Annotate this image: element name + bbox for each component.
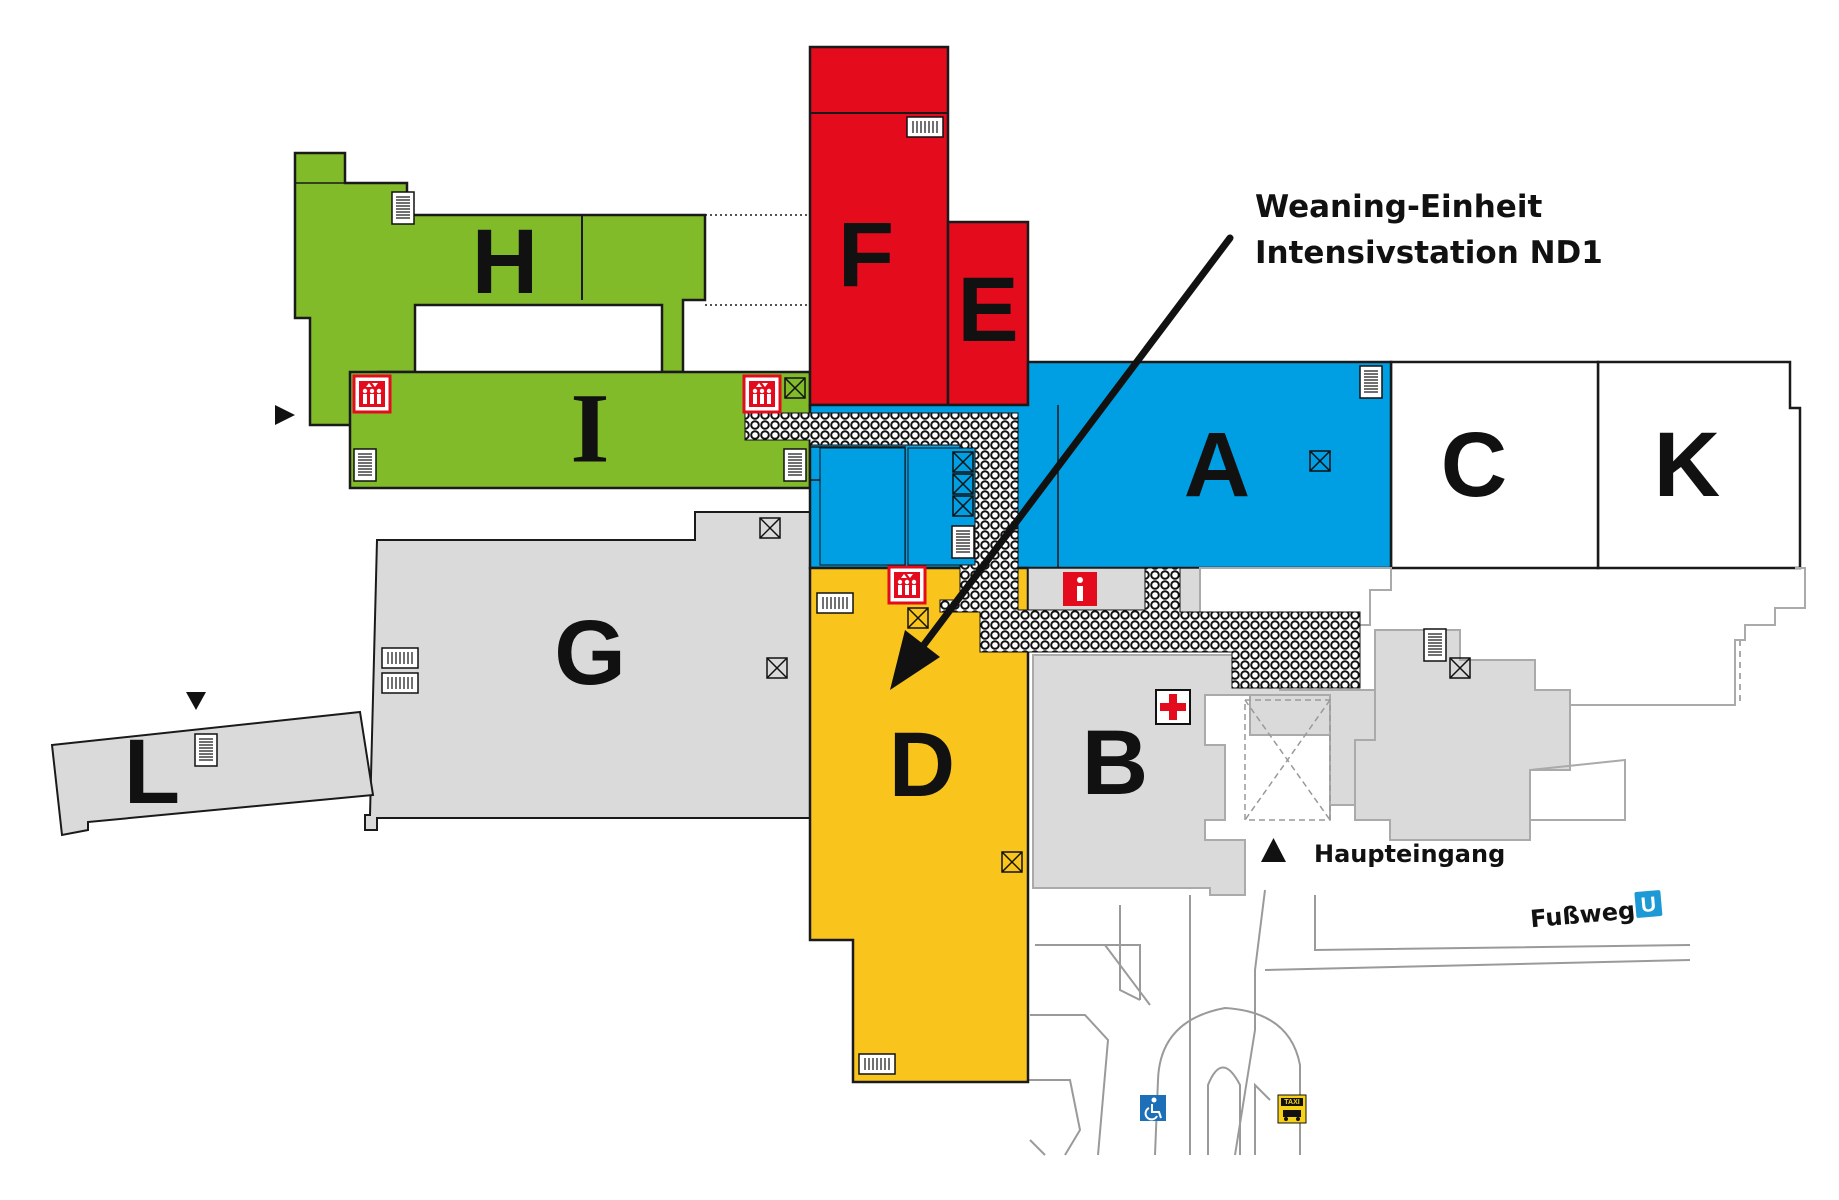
building-label-l: L [124,721,180,823]
footpath-label: Fußweg [1529,896,1636,933]
entrance-arrow-icon [275,405,295,425]
building-l [50,710,375,837]
stairs-icon [816,592,854,614]
elevator-icon [742,374,782,414]
building-g [364,511,811,831]
elevator-icon [887,565,927,605]
stairs-icon [951,525,975,559]
entrance-arrow-icon [1261,838,1286,862]
building-label-d: D [889,714,955,816]
annotation-line-2: Intensivstation ND1 [1255,235,1603,271]
entrance-lobby [1244,694,1331,821]
wheelchair-icon [1140,1095,1166,1121]
stairs-icon [1423,628,1447,662]
building-label-i: I [571,373,610,484]
taxi-label: TAXI [1284,1099,1299,1106]
entrance-arrow-icon [186,692,206,710]
building-label-f: F [838,204,894,306]
building-label-c: C [1441,414,1507,516]
stairs-icon [381,647,419,669]
stairs-icon [381,672,419,694]
stairs-icon [194,733,218,767]
roads [1028,889,1691,1156]
ubahn-icon [1634,890,1663,918]
first-aid-icon [1155,689,1191,725]
stairs-icon [353,448,377,482]
stairs-icon [1359,365,1383,399]
annotation-line-1: Weaning-Einheit [1255,189,1542,225]
annotation-arrow [890,234,1234,690]
information-icon [1063,572,1097,606]
building-east-annex [1354,629,1571,841]
footpath-sign: Fußweg U [1529,890,1663,933]
corridor-network [744,412,1361,689]
building-label-k: K [1654,414,1720,516]
stairs-icon [858,1053,896,1075]
building-b [1032,654,1376,896]
ubahn-badge: U [1640,893,1657,917]
stairs-icon [906,116,944,138]
building-label-b: B [1082,712,1148,814]
entrance-label: Haupteingang [1314,840,1505,868]
building-label-e: E [957,259,1018,361]
stairs-icon [783,448,807,482]
building-label-a: A [1184,414,1250,516]
building-label-h: H [472,211,538,313]
taxi-icon: TAXI [1277,1094,1307,1124]
building-label-g: G [554,602,626,704]
elevator-icon [352,374,392,414]
stairs-icon [391,191,415,225]
